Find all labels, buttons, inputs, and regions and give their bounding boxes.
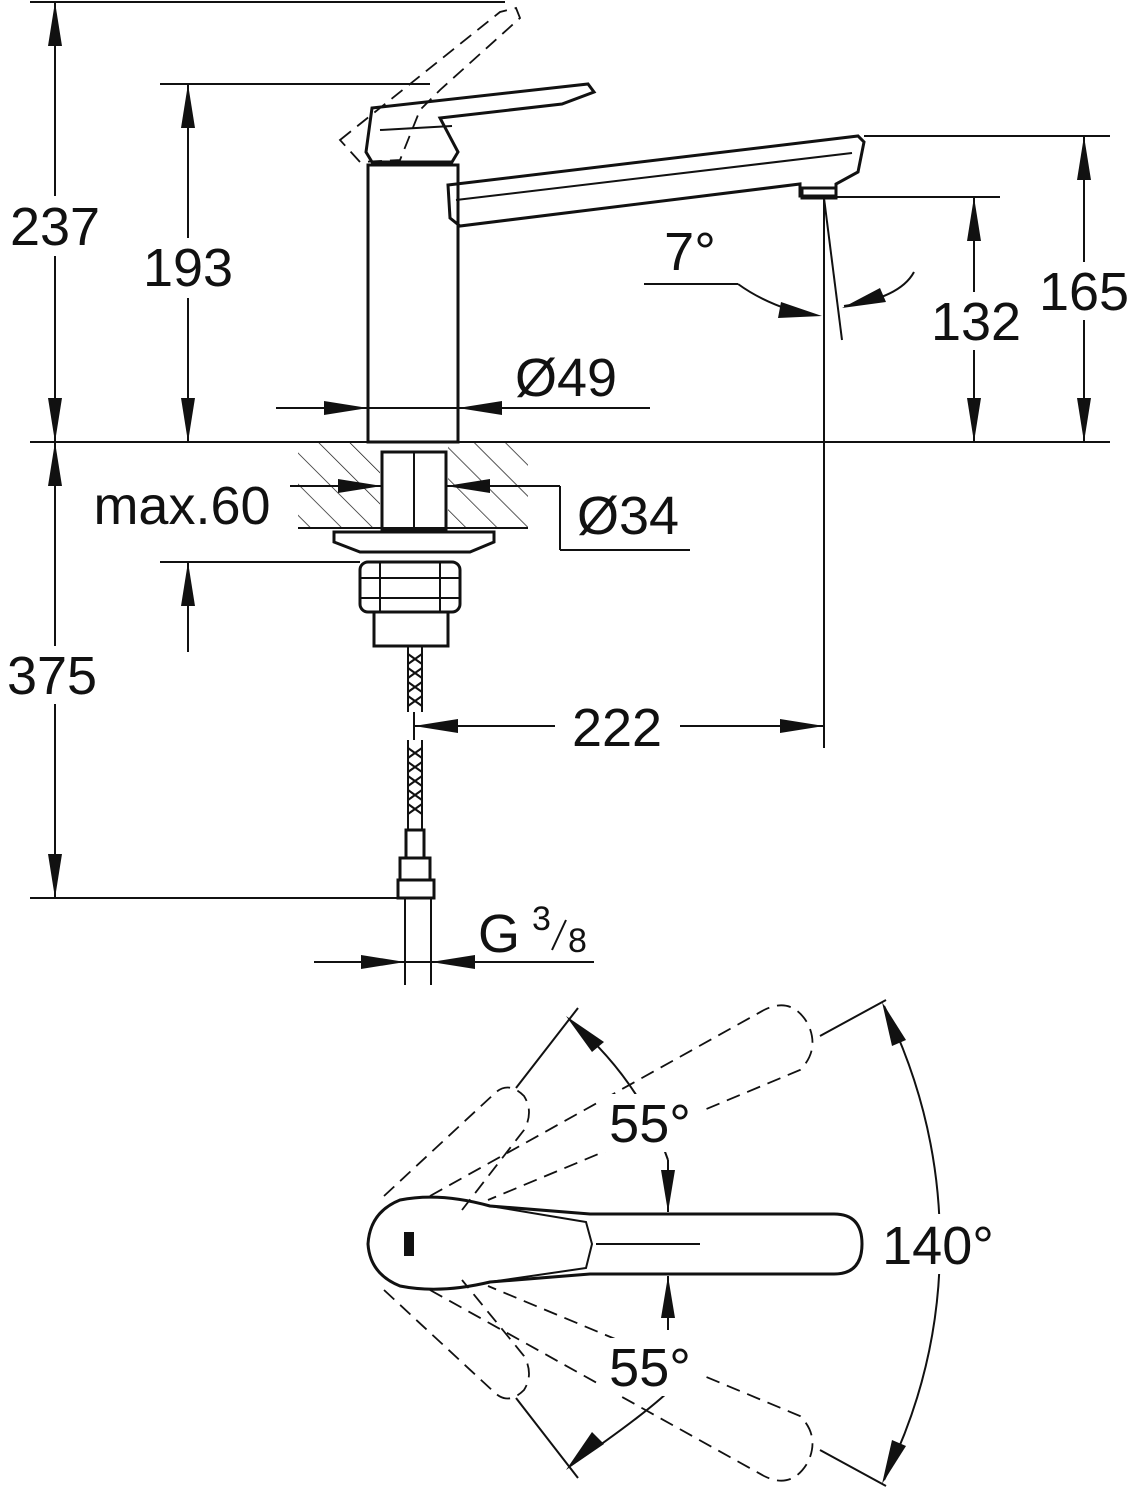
- lever-position-lower-left: [383, 1279, 530, 1400]
- dim-label-55-lower: 55°: [609, 1338, 691, 1398]
- dimension-angle-55-upper: 55°: [566, 1016, 704, 1212]
- mounting-nut: [332, 530, 496, 648]
- dimension-diameter-34: Ø34 max.60: [93, 476, 690, 551]
- lever-position-upper-right: [429, 1004, 814, 1201]
- top-view: 55° 55° 140°: [366, 999, 1008, 1487]
- lever-position-left: [383, 1086, 530, 1211]
- dimension-angle-140: 140°: [868, 1002, 1008, 1484]
- dim-label-g: G: [478, 904, 520, 964]
- dim-label-max60: max.60: [93, 476, 270, 536]
- lever-position-lower-right: [429, 1285, 814, 1482]
- flexible-hose: [396, 646, 436, 985]
- aerator: [800, 186, 838, 200]
- dimension-angle-7: 7°: [644, 222, 915, 318]
- dim-label-132: 132: [931, 292, 1021, 352]
- dimension-222: 222: [413, 698, 824, 758]
- dimension-375: 375: [0, 442, 398, 899]
- dimension-diameter-49: Ø49: [276, 348, 650, 415]
- dimension-165: 165: [864, 135, 1135, 442]
- lever: [364, 82, 597, 164]
- dimension-angle-55-lower: 55°: [566, 1276, 704, 1470]
- dim-label-237: 237: [10, 197, 100, 257]
- dim-label-140: 140°: [882, 1216, 994, 1276]
- dimension-193: 193: [135, 83, 430, 442]
- dim-label-193: 193: [143, 238, 233, 298]
- dimension-connection: G 3 8: [314, 900, 594, 969]
- dim-label-165: 165: [1039, 262, 1129, 322]
- spout: [446, 134, 866, 228]
- dim-label-7deg: 7°: [664, 222, 716, 282]
- side-view: 237 193 165 132: [0, 1, 1135, 985]
- lever-center-position: [366, 1195, 864, 1291]
- lever-open-position: [338, 6, 522, 163]
- faucet-body: [366, 163, 460, 444]
- dim-label-den: 8: [568, 922, 587, 960]
- dimension-132: 132: [836, 196, 1026, 442]
- dim-label-375: 375: [7, 646, 97, 706]
- dim-label-55-upper: 55°: [609, 1094, 691, 1154]
- dim-label-222: 222: [572, 698, 662, 758]
- dimension-237: 237: [2, 1, 505, 442]
- dim-label-d49: Ø49: [515, 348, 617, 408]
- dim-label-d34: Ø34: [577, 486, 679, 546]
- dim-label-num: 3: [532, 900, 551, 938]
